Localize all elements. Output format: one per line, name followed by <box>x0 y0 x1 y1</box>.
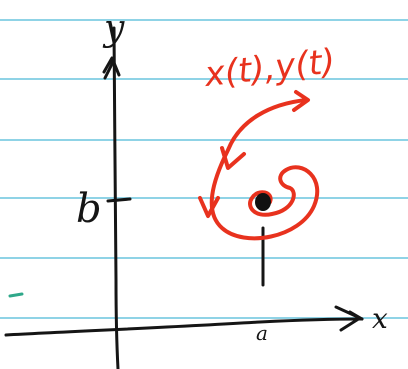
x-axis-line <box>4 317 364 337</box>
x-tick-label: a <box>256 321 268 345</box>
y-axis-label: y <box>102 8 125 49</box>
x-axis-label: x <box>372 302 388 335</box>
trajectory-arrow-icon <box>198 196 220 218</box>
trajectory-arrow-icon <box>220 146 246 170</box>
y-axis-arrow-icon <box>102 56 121 80</box>
equilibrium-point <box>255 193 271 211</box>
y-axis-tick <box>106 197 132 203</box>
y-tick-label: b <box>76 186 102 232</box>
trajectory-label: x(t),y(t) <box>202 41 337 95</box>
y-axis-line <box>112 26 120 369</box>
margin-mark <box>8 292 24 298</box>
trajectory-arrow-icon <box>292 90 310 112</box>
ruled-lines <box>0 19 408 319</box>
x-axis-arrow-icon <box>334 305 364 332</box>
